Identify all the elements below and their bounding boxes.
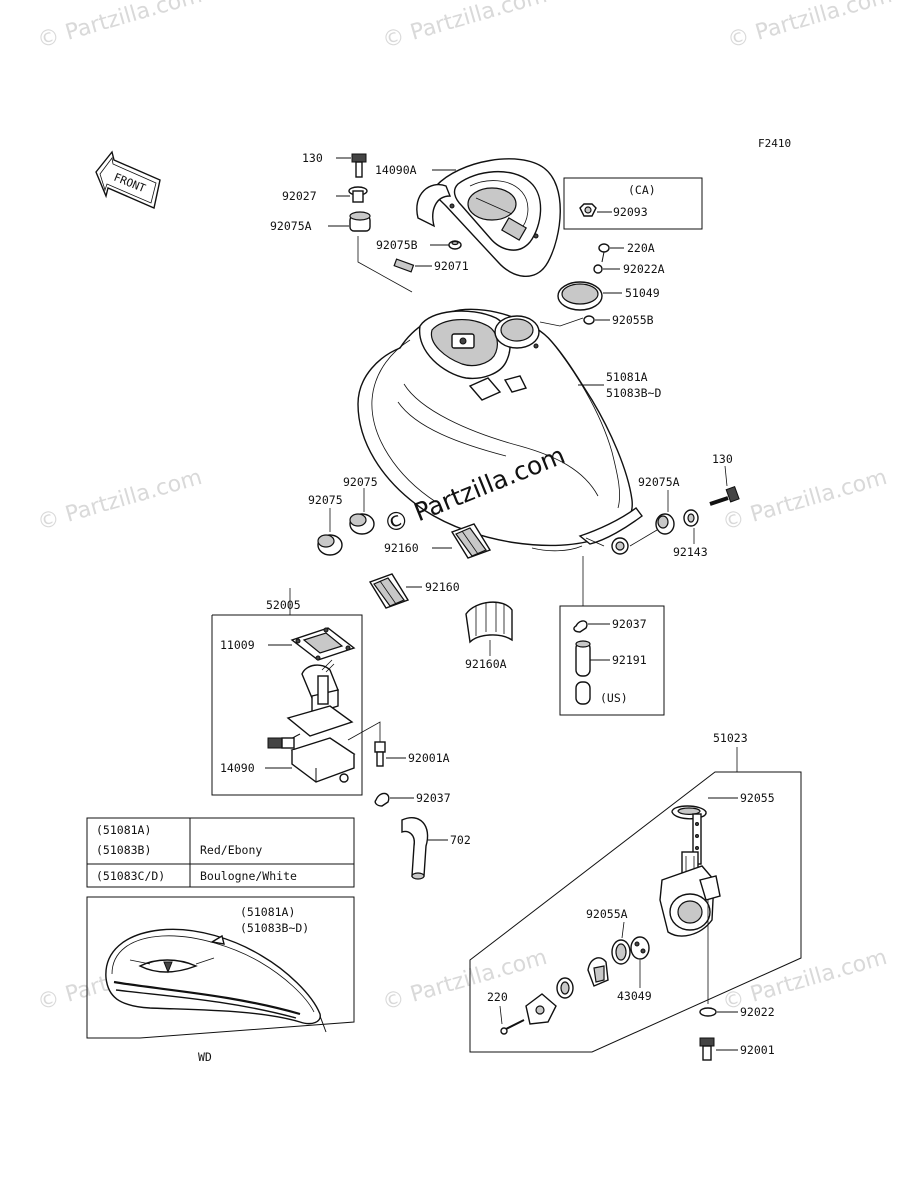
color-table-color: Red/Ebony	[200, 843, 262, 857]
label-92160A: 92160A	[465, 657, 507, 671]
label-92022: 92022	[740, 1005, 775, 1019]
label-52005: 52005	[266, 598, 301, 612]
hose-702	[401, 817, 448, 880]
label-92075-a: 92075	[308, 493, 343, 507]
label-51023: 51023	[713, 731, 748, 745]
meter-cover-14090A	[416, 158, 561, 278]
label-51081A: 51081A	[606, 370, 648, 384]
watermark: © Partzilla.com	[725, 0, 895, 54]
ca-box: (CA) 92093	[563, 177, 703, 230]
label-92075-b: 92075	[343, 475, 378, 489]
grommet-92075-a	[317, 508, 343, 556]
label-92001A: 92001A	[408, 751, 450, 765]
label-51083BD: 51083B~D	[606, 386, 661, 400]
watermark: © Partzilla.com	[720, 465, 890, 536]
label-92160-b: 92160	[425, 580, 460, 594]
label-92037-mid: 92037	[416, 791, 451, 805]
washer-92143	[683, 509, 699, 544]
bolt-130-right	[709, 465, 740, 506]
fuel-tap-box-51023	[469, 747, 802, 1061]
label-92075A-right: 92075A	[638, 475, 680, 489]
label-14090A: 14090A	[375, 163, 417, 177]
label-14090: 14090	[220, 761, 255, 775]
label-92055B: 92055B	[612, 313, 654, 327]
label-92027: 92027	[282, 189, 317, 203]
color-table: (51081A) (51083B) Red/Ebony (51083C/D) B…	[86, 817, 355, 888]
label-92160-a: 92160	[384, 541, 419, 555]
watermark: © Partzilla.com	[35, 0, 205, 54]
wd-inset: (51081A) (51083B~D) WD	[86, 896, 355, 1064]
label-92071: 92071	[434, 259, 469, 273]
diagram-code: F2410	[758, 137, 791, 150]
watermark: © Partzilla.com	[35, 465, 205, 536]
ca-label: (CA)	[628, 183, 656, 197]
watermark: © Partzilla.com	[380, 0, 550, 54]
label-130-right: 130	[712, 452, 733, 466]
label-11009: 11009	[220, 638, 255, 652]
label-92055A: 92055A	[586, 907, 628, 921]
color-table-code: (51081A)	[96, 823, 151, 837]
label-92055: 92055	[740, 791, 775, 805]
inset-code: (51083B~D)	[240, 921, 309, 935]
label-92037-us: 92037	[612, 617, 647, 631]
label-130-top: 130	[302, 151, 323, 165]
damper-92160-b	[368, 573, 422, 609]
color-table-color: Boulogne/White	[200, 869, 297, 883]
damper-92160A	[465, 601, 513, 656]
grommet-92075B	[430, 240, 462, 250]
label-92001: 92001	[740, 1043, 775, 1057]
bolt-130-top	[336, 153, 367, 178]
grommet-92075A-right	[629, 490, 675, 547]
color-table-code: (51083C/D)	[96, 869, 165, 883]
label-220: 220	[487, 990, 508, 1004]
grommet-92075-b	[349, 488, 375, 535]
inset-code: (51081A)	[240, 905, 295, 919]
label-43049: 43049	[617, 989, 652, 1003]
label-92143: 92143	[673, 545, 708, 559]
pump-box-52005	[211, 588, 363, 796]
color-table-code: (51083B)	[96, 843, 151, 857]
label-92075A-left: 92075A	[270, 219, 312, 233]
label-702: 702	[450, 833, 471, 847]
label-92075B: 92075B	[376, 238, 418, 252]
inset-caption: WD	[198, 1050, 212, 1064]
collar-92027	[336, 186, 368, 203]
fuel-tank	[357, 308, 643, 555]
pin-92071	[393, 258, 432, 273]
label-92191: 92191	[612, 653, 647, 667]
label-220A: 220A	[627, 241, 655, 255]
label-92093: 92093	[613, 205, 648, 219]
grommet-92075A-left	[328, 211, 371, 232]
us-label: (US)	[600, 691, 628, 705]
damper-92160-a	[432, 523, 492, 559]
watermark: © Partzilla.com	[380, 945, 550, 1016]
washer-92022A	[593, 264, 620, 274]
oring-92055B	[539, 315, 610, 327]
label-51049: 51049	[625, 286, 660, 300]
label-92022A: 92022A	[623, 262, 665, 276]
front-arrow-icon: FRONT	[95, 150, 161, 209]
screw-220A	[598, 243, 624, 263]
us-box: 92037 92191 (US)	[559, 556, 665, 716]
clamp-92037-mid	[374, 792, 414, 807]
cap-51049	[557, 281, 622, 311]
bolt-92001A	[347, 721, 406, 767]
